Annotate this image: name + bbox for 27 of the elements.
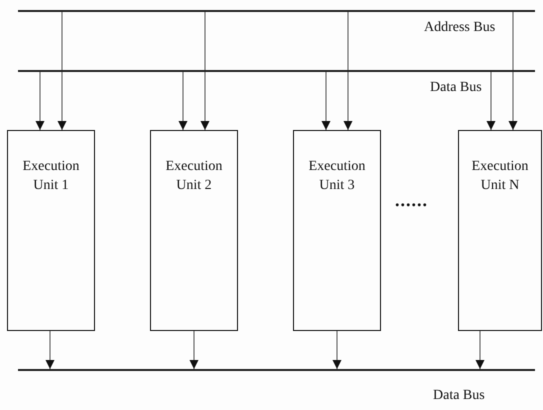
bus-label: Data Bus [433,388,485,404]
bus-label: Data Bus [430,80,482,96]
unit-label: Execution Unit N [470,158,530,195]
bus-label: Address Bus [424,20,496,36]
unit-label: Execution Unit 1 [22,158,80,195]
arrow [58,12,66,130]
arrow [190,330,198,370]
ellipsis-dots: ...... [395,190,428,211]
execution-unit-box [293,130,381,331]
arrow [486,72,496,130]
execution-unit-box [458,130,542,331]
unit-label: Execution Unit 3 [308,158,366,195]
arrow [332,330,342,370]
bus-line [18,369,535,371]
arrow [508,12,518,130]
arrow [322,72,330,130]
execution-unit-box [7,130,95,331]
arrow [178,72,188,130]
bus-line [18,10,535,12]
arrow [36,72,44,130]
arrow [200,12,210,130]
arrow [476,330,484,370]
unit-label: Execution Unit 2 [164,158,224,195]
arrow [344,12,352,130]
arrow [46,330,54,370]
bus-line [18,70,535,72]
execution-unit-box [150,130,238,331]
